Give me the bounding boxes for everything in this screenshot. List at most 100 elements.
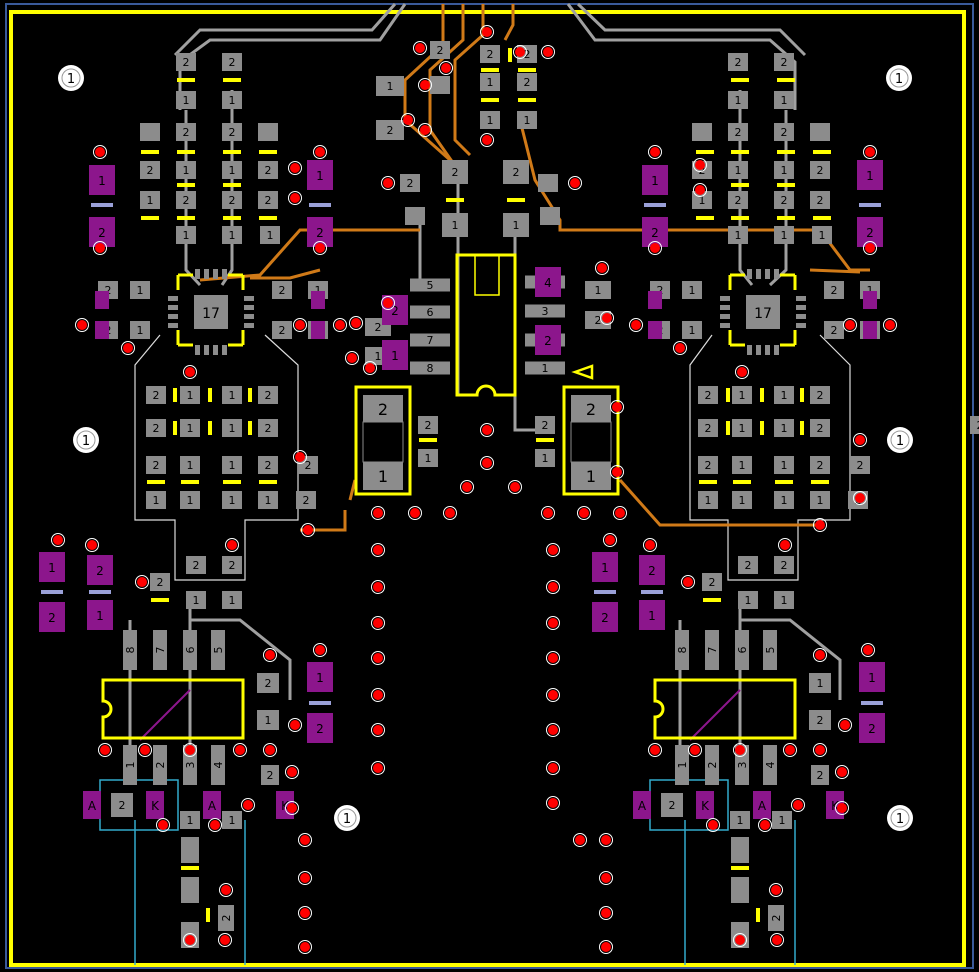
smd-pad: [186, 591, 206, 609]
smd-pad: [244, 305, 254, 310]
via-ring: [313, 241, 327, 255]
via-ring: [418, 78, 432, 92]
dip-pin-label: 4: [212, 762, 225, 769]
smd-pad: [181, 837, 199, 863]
via-ring: [93, 241, 107, 255]
white-outlines: [134, 334, 851, 581]
smd-pad: [180, 456, 200, 474]
pad-label: 2: [487, 48, 494, 61]
smd-pad: [180, 386, 200, 404]
silk-dash: [703, 598, 721, 602]
smd-pad: [418, 416, 438, 434]
smd-pad: [222, 345, 227, 355]
silk-dash: [731, 183, 749, 187]
smd-pad: [774, 491, 794, 509]
smd-pad: [204, 345, 209, 355]
via-ring: [98, 743, 112, 757]
via: [287, 803, 297, 813]
silk-dash: [756, 908, 760, 922]
pad-label: 1: [487, 76, 494, 89]
smd-pad: [810, 419, 830, 437]
silk-dash: [777, 216, 795, 220]
via: [420, 125, 430, 135]
pad-label: 2: [153, 389, 160, 402]
via: [865, 147, 875, 157]
silk-dash: [419, 438, 437, 442]
pad-label: 2: [98, 226, 106, 240]
smd-pad: [732, 456, 752, 474]
pad-label: 2: [157, 576, 164, 589]
silk-dash: [777, 150, 795, 154]
smd-pad: [525, 304, 565, 318]
pad-label: 2: [265, 459, 272, 472]
smd-pad: [774, 161, 794, 179]
smd-pad: [810, 123, 830, 141]
smd-pad: [257, 710, 279, 730]
via: [373, 508, 383, 518]
via-ring: [733, 933, 747, 947]
dip-pin-label: 3: [184, 762, 197, 769]
via-ring: [225, 538, 239, 552]
smd-pad: [774, 456, 794, 474]
via: [815, 650, 825, 660]
silkscreen-marks: [41, 48, 883, 922]
via: [383, 298, 393, 308]
silk-dash: [181, 866, 199, 870]
dip-pin-label: 2: [154, 762, 167, 769]
purple-pad: [311, 321, 325, 339]
pad-label: 1: [817, 677, 824, 690]
smd-pad: [430, 76, 450, 94]
smd-pad: [180, 811, 200, 829]
pad-label: 2: [817, 389, 824, 402]
smd-pad: [796, 296, 806, 301]
via-ring: [546, 580, 560, 594]
smd-pad: [418, 449, 438, 467]
purple-pad: [87, 600, 113, 630]
silk-dash: [89, 590, 111, 594]
via-ring: [480, 25, 494, 39]
pad-label: 1: [229, 94, 236, 107]
smd-pad: [244, 296, 254, 301]
via-ring: [508, 480, 522, 494]
smd-pad: [153, 630, 167, 670]
via-ring: [546, 543, 560, 557]
via: [601, 908, 611, 918]
via-ring: [546, 723, 560, 737]
dip-pin-label: 6: [427, 306, 434, 319]
purple-pad: [859, 662, 885, 692]
via: [548, 798, 558, 808]
via-ring: [233, 743, 247, 757]
silk-dash: [518, 68, 536, 72]
silk-dash: [259, 216, 277, 220]
smd-pad: [430, 41, 450, 59]
silk-dash: [248, 388, 252, 402]
qfn-right: 17: [746, 295, 780, 329]
smd-pad: [772, 811, 792, 829]
pad-label: 1: [375, 350, 382, 363]
smd-pad: [244, 323, 254, 328]
dip-pin-label: 3: [542, 305, 549, 318]
smd-pad: [735, 630, 749, 670]
smd-pad: [176, 161, 196, 179]
cap-bodies: 2 1 2 1: [362, 395, 612, 490]
smd-pad: [809, 710, 831, 730]
purple-pad: [863, 321, 877, 339]
via: [865, 243, 875, 253]
via-ring: [863, 145, 877, 159]
via-ring: [546, 651, 560, 665]
smd-pad: [146, 419, 166, 437]
silk-dash: [147, 480, 165, 484]
via-ring: [599, 871, 613, 885]
smd-pad: [682, 321, 702, 339]
via: [420, 80, 430, 90]
via-ring: [135, 575, 149, 589]
svg-text:1: 1: [586, 467, 596, 486]
smd-pad: [480, 45, 500, 63]
pad-label: A: [88, 799, 97, 813]
purple-pad: [39, 602, 65, 632]
via: [793, 800, 803, 810]
smd-pad: [728, 191, 748, 209]
smd-pad: [705, 630, 719, 670]
smd-pad: [213, 345, 218, 355]
pad-label: 1: [153, 494, 160, 507]
